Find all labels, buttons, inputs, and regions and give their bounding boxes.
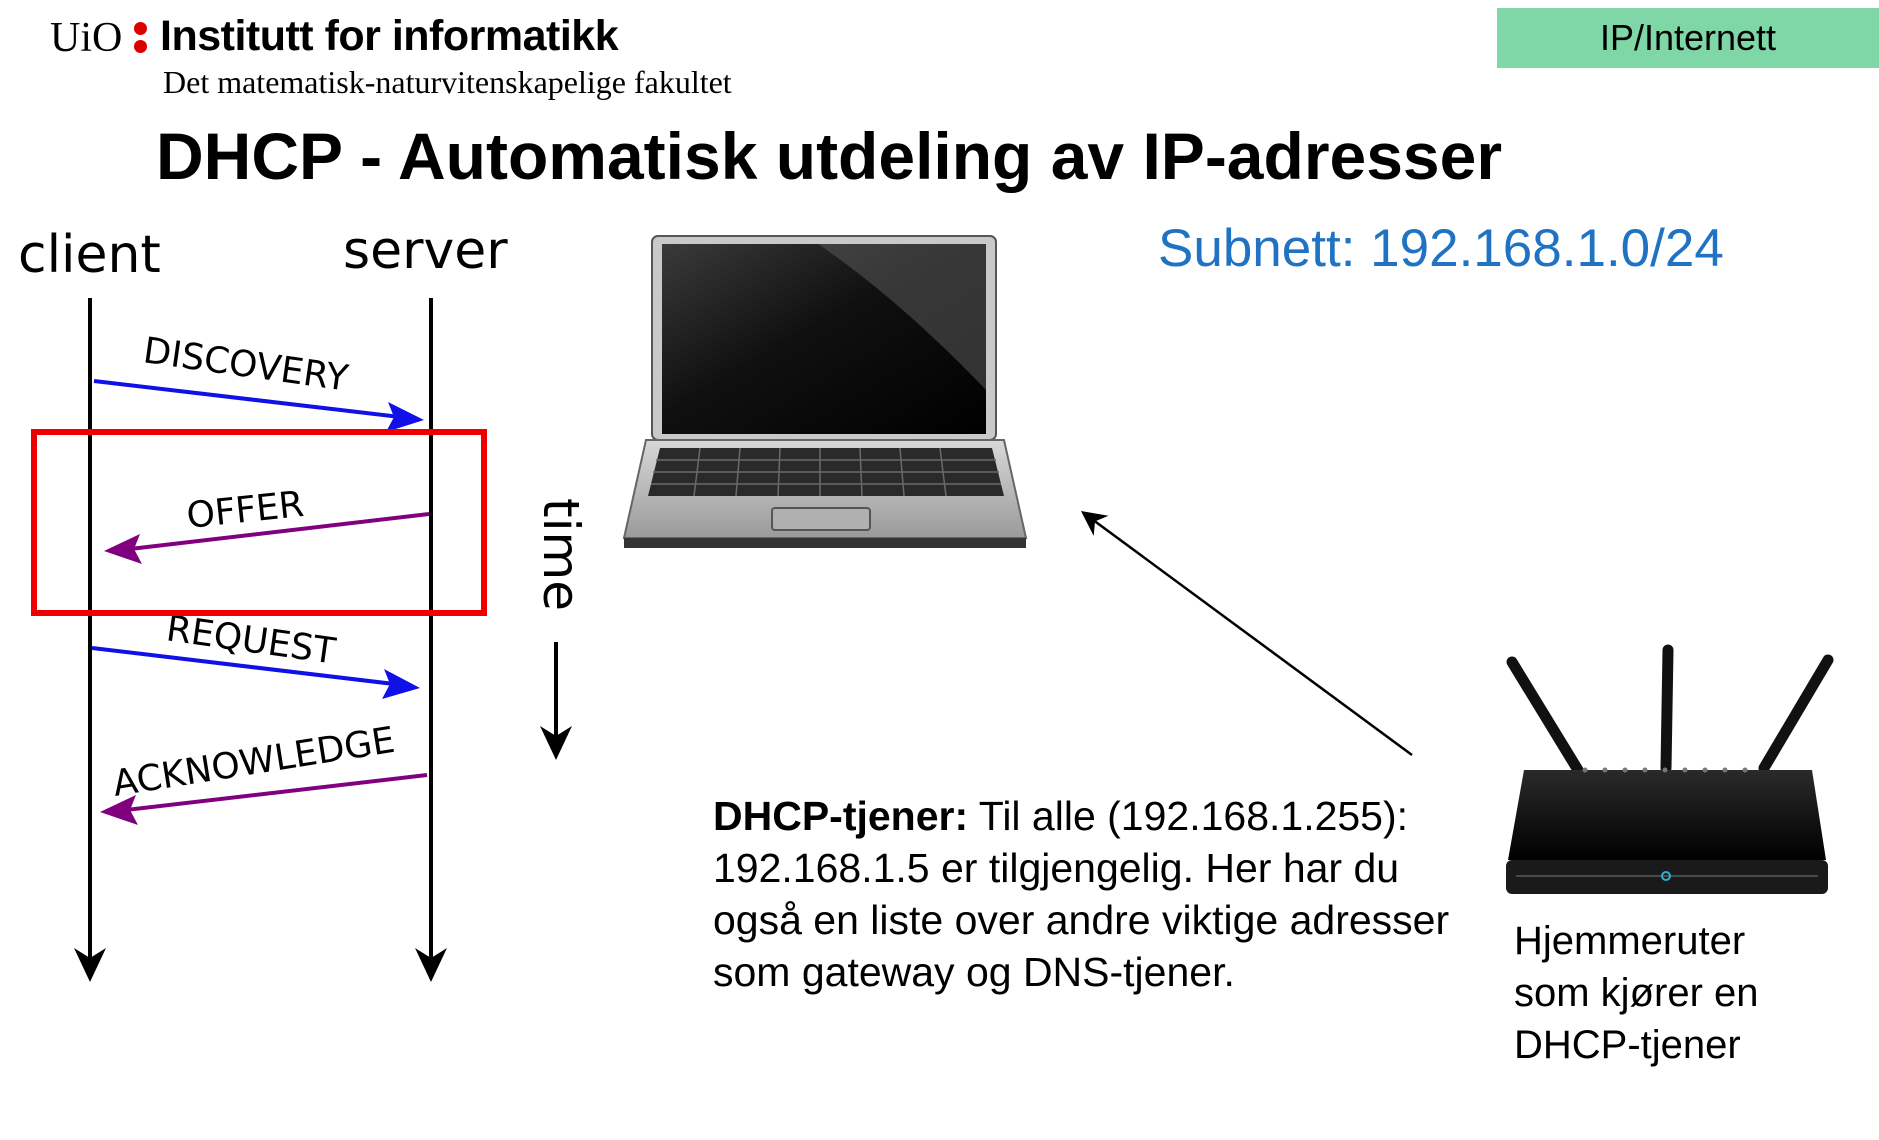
faculty-name: Det matematisk-naturvitenskapelige fakul… xyxy=(163,64,732,100)
time-label: time xyxy=(532,498,590,611)
server-lifeline xyxy=(415,298,447,982)
client-lifeline xyxy=(74,298,106,982)
router-caption: Hjemmeruter som kjører en DHCP-tjener xyxy=(1514,919,1759,1067)
laptop-icon xyxy=(622,235,1028,548)
description-bold-label: DHCP-tjener: xyxy=(713,793,969,839)
uio-logo-dots xyxy=(134,18,148,56)
slide-title: DHCP - Automatisk utdeling av IP-adresse… xyxy=(156,119,1503,193)
topic-badge: IP/Internett xyxy=(1497,8,1879,68)
uio-logo-text: UiO xyxy=(50,15,123,61)
institute-name: Institutt for informatikk xyxy=(160,12,619,60)
request-message: REQUEST xyxy=(91,608,420,699)
pointer-arrow xyxy=(1080,511,1413,757)
acknowledge-label: ACKNOWLEDGE xyxy=(110,720,398,805)
description-text: Til alle (192.168.1.255): 192.168.1.5 er… xyxy=(713,793,1450,995)
offer-highlight-box xyxy=(31,429,487,616)
request-label: REQUEST xyxy=(164,608,339,672)
acknowledge-message: ACKNOWLEDGE xyxy=(100,720,428,825)
server-label: server xyxy=(343,221,508,281)
offer-message: OFFER xyxy=(104,484,430,564)
wifi-router-icon xyxy=(1506,644,1834,894)
subnet-label: Subnett: 192.168.1.0/24 xyxy=(1158,219,1724,278)
discovery-message: DISCOVERY xyxy=(93,330,424,432)
client-label: client xyxy=(18,225,161,285)
dhcp-server-description: DHCP-tjener: Til alle (192.168.1.255): 1… xyxy=(713,790,1493,998)
time-axis: time xyxy=(532,498,590,760)
